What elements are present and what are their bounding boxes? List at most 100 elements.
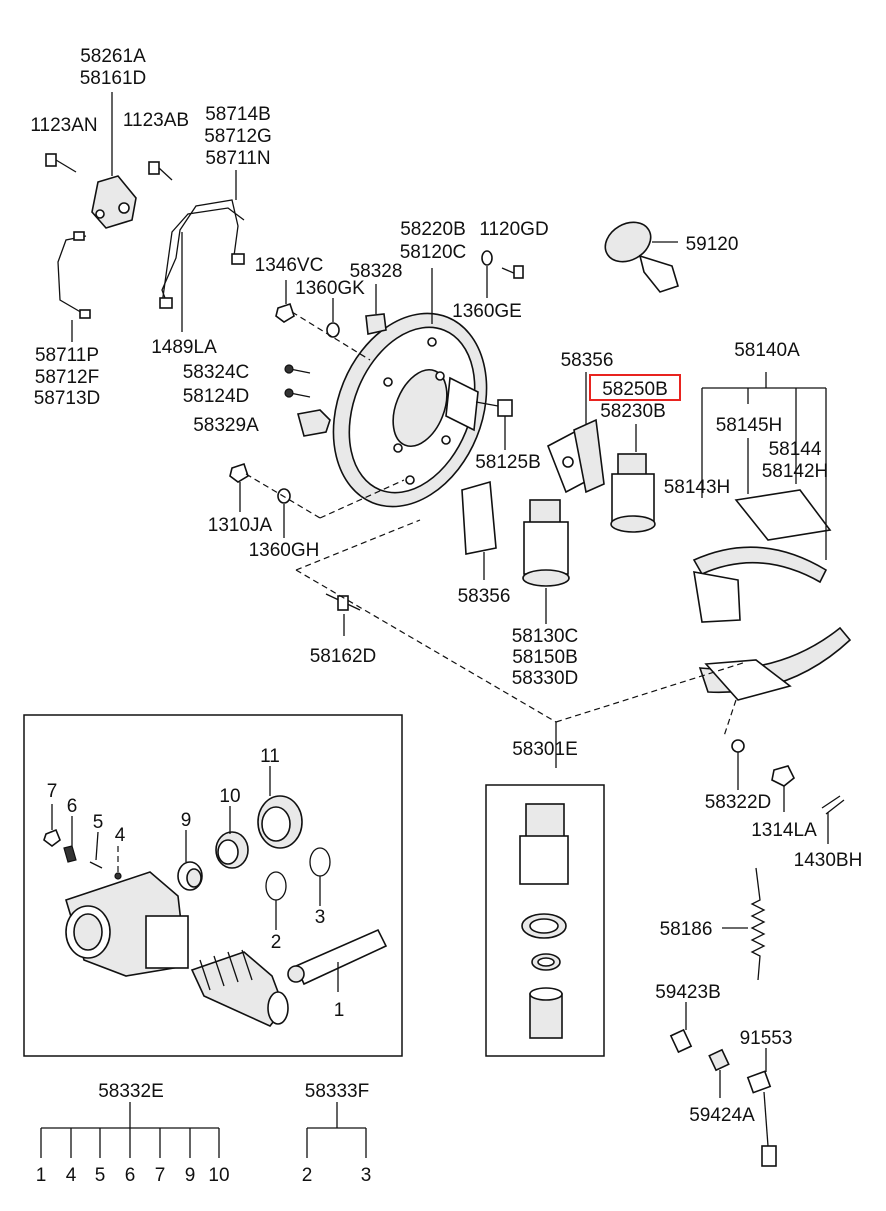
spring-58186-drawing <box>722 867 766 981</box>
label-58142h[interactable]: 58142H <box>762 461 829 482</box>
wheel-cylinder-58250b-drawing <box>610 424 656 533</box>
label-58125b[interactable]: 58125B <box>475 452 541 473</box>
label-58150b[interactable]: 58150B <box>512 647 578 668</box>
label-58144[interactable]: 58144 <box>769 439 822 460</box>
label-58301e[interactable]: 58301E <box>512 739 578 760</box>
label-1314la[interactable]: 1314LA <box>751 820 817 841</box>
bleeder-58162d-drawing <box>325 593 361 636</box>
label-91553[interactable]: 91553 <box>740 1028 793 1049</box>
wheel-cylinder-inset-frame <box>23 714 403 1057</box>
label-58261a[interactable]: 58261A <box>80 46 146 67</box>
washer-58322d-drawing <box>731 739 745 753</box>
label-58145h[interactable]: 58145H <box>716 415 783 436</box>
kit-58333f-item: 2 <box>302 1165 313 1186</box>
backing-plate-drawing <box>332 268 488 508</box>
kit-58301e-cylinder-drawing <box>519 803 569 1039</box>
label-1120gd[interactable]: 1120GD <box>479 219 548 240</box>
brake-shoe-upper-drawing <box>692 372 832 623</box>
label-58140a[interactable]: 58140A <box>734 340 800 361</box>
gasket-58356-lower-drawing <box>461 480 497 555</box>
label-58356-upper[interactable]: 58356 <box>561 350 614 371</box>
label-59424a[interactable]: 59424A <box>689 1105 755 1126</box>
junction-block-drawing <box>91 92 137 229</box>
kit-58332e-item: 9 <box>185 1165 196 1186</box>
label-58711n[interactable]: 58711N <box>205 148 270 169</box>
nut-1310ja-drawing <box>229 462 249 483</box>
washer-1360gk-drawing <box>326 322 340 338</box>
label-58712g[interactable]: 58712G <box>204 126 272 147</box>
label-item-6[interactable]: 6 <box>67 796 78 817</box>
item-5-drawing <box>89 861 103 869</box>
label-59120[interactable]: 59120 <box>686 234 739 255</box>
label-1360gh[interactable]: 1360GH <box>249 540 320 561</box>
label-58333f[interactable]: 58333F <box>305 1081 369 1102</box>
label-58250b[interactable]: 58250B <box>602 379 668 400</box>
item-11-drawing <box>257 766 303 849</box>
item-10-drawing <box>215 806 249 869</box>
label-58120c[interactable]: 58120C <box>400 242 467 263</box>
bolt-1123ab-drawing <box>148 161 173 181</box>
label-58143h[interactable]: 58143H <box>664 477 731 498</box>
label-58130c[interactable]: 58130C <box>512 626 579 647</box>
label-1123an[interactable]: 1123AN <box>30 115 97 136</box>
label-1430bh[interactable]: 1430BH <box>794 850 863 871</box>
label-58712f[interactable]: 58712F <box>35 367 99 388</box>
label-58711p[interactable]: 58711P <box>35 345 99 366</box>
label-58713d[interactable]: 58713D <box>34 388 101 409</box>
kit-58332e-tree <box>40 1102 220 1158</box>
item-7-drawing <box>43 828 61 847</box>
kit-58301e-frame <box>485 784 605 1057</box>
label-1310ja[interactable]: 1310JA <box>208 515 273 536</box>
label-58329a[interactable]: 58329A <box>193 415 259 436</box>
label-1346vc[interactable]: 1346VC <box>255 255 324 276</box>
nut-1346vc-drawing <box>275 302 295 323</box>
label-58161d[interactable]: 58161D <box>80 68 147 89</box>
label-58332e[interactable]: 58332E <box>98 1081 164 1102</box>
bolt-58125b-drawing <box>475 399 513 450</box>
washer-1360ge-drawing <box>481 250 493 266</box>
label-item-4[interactable]: 4 <box>115 825 126 846</box>
label-item-3[interactable]: 3 <box>315 907 326 928</box>
label-item-10[interactable]: 10 <box>219 786 240 807</box>
item-2-ring-drawing <box>265 871 287 901</box>
pin-59423b-drawing <box>669 1028 693 1054</box>
label-58162d[interactable]: 58162D <box>310 646 377 667</box>
item-3-ring-drawing <box>309 847 331 877</box>
clip-58328-drawing <box>365 313 387 335</box>
label-58322d[interactable]: 58322D <box>705 792 772 813</box>
label-58230b[interactable]: 58230B <box>600 401 666 422</box>
label-58324c[interactable]: 58324C <box>183 362 250 383</box>
kit-58333f-item: 3 <box>361 1165 372 1186</box>
label-58220b[interactable]: 58220B <box>400 219 466 240</box>
label-59423b[interactable]: 59423B <box>655 982 721 1003</box>
pin-1430bh-drawing <box>821 795 845 815</box>
label-58714b[interactable]: 58714B <box>205 104 271 125</box>
label-item-2[interactable]: 2 <box>271 932 282 953</box>
pin-59424a-drawing <box>708 1048 730 1072</box>
kit-58332e-item: 1 <box>36 1165 47 1186</box>
label-58356-lower[interactable]: 58356 <box>458 586 511 607</box>
label-1360gk[interactable]: 1360GK <box>295 278 365 299</box>
label-item-5[interactable]: 5 <box>93 812 104 833</box>
kit-58332e-item: 7 <box>155 1165 166 1186</box>
label-58330d[interactable]: 58330D <box>512 668 579 689</box>
label-1123ab[interactable]: 1123AB <box>123 110 189 131</box>
label-item-9[interactable]: 9 <box>181 810 192 831</box>
item-4-drawing <box>114 872 122 880</box>
highlight-58250b <box>589 374 681 401</box>
label-item-11[interactable]: 11 <box>260 746 280 767</box>
kit-58332e-item: 10 <box>208 1165 229 1186</box>
kit-58333f-tree <box>306 1102 367 1158</box>
wheel-cylinder-58130c-drawing <box>522 499 570 624</box>
kit-58332e-item: 5 <box>95 1165 106 1186</box>
label-1360ge[interactable]: 1360GE <box>452 301 522 322</box>
label-58328[interactable]: 58328 <box>350 261 403 282</box>
label-1489la[interactable]: 1489LA <box>151 337 217 358</box>
label-item-1[interactable]: 1 <box>334 1000 345 1021</box>
piston-spring-drawing <box>190 949 289 1027</box>
cylinder-body-drawing <box>65 871 189 977</box>
label-58186[interactable]: 58186 <box>660 919 713 940</box>
bolt-1123an-drawing <box>45 153 77 173</box>
label-item-7[interactable]: 7 <box>47 781 58 802</box>
label-58124d[interactable]: 58124D <box>183 386 250 407</box>
